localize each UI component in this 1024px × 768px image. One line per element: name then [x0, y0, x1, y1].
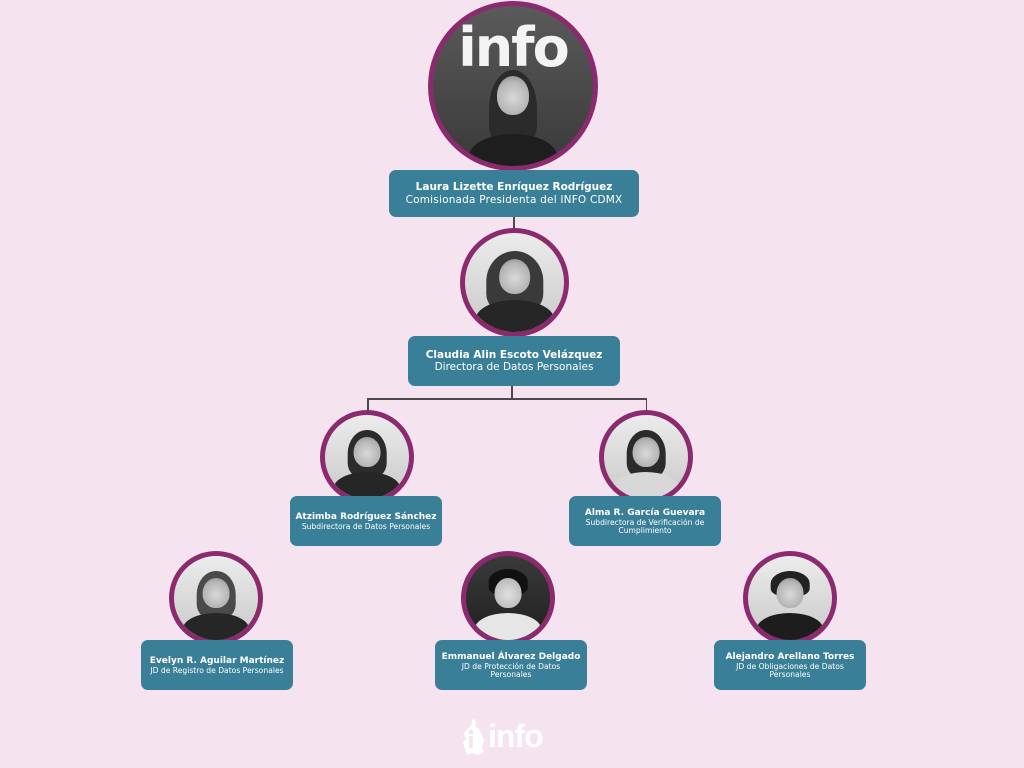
avatar-jd-obligaciones — [743, 551, 837, 645]
node-role: Subdirectora de Datos Personales — [301, 521, 431, 531]
node-name: Laura Lizette Enríquez Rodríguez — [415, 180, 613, 193]
node-name: Alma R. García Guevara — [584, 507, 706, 518]
info-logo-text: info — [488, 718, 544, 754]
node-role: Directora de Datos Personales — [434, 360, 594, 373]
avatar-jd-registro — [169, 551, 263, 645]
node-jd-proteccion: Emmanuel Álvarez Delgado JD de Protecció… — [435, 640, 587, 690]
node-jd-obligaciones: Alejandro Arellano Torres JD de Obligaci… — [714, 640, 866, 690]
connector-l2-horizontal — [367, 398, 647, 400]
connector-l1-l2 — [513, 217, 515, 230]
connector-l3-right-drop — [645, 398, 647, 412]
info-logo: info — [462, 712, 566, 760]
avatar-subdirectora-datos — [320, 410, 414, 504]
node-subdirectora-verificacion: Alma R. García Guevara Subdirectora de V… — [569, 496, 721, 546]
node-jd-registro: Evelyn R. Aguilar Martínez JD de Registr… — [141, 640, 293, 690]
avatar-directora — [460, 228, 569, 337]
avatar-presidenta: info — [428, 1, 598, 171]
node-subdirectora-datos: Atzimba Rodríguez Sánchez Subdirectora d… — [290, 496, 442, 546]
node-name: Evelyn R. Aguilar Martínez — [149, 655, 285, 666]
node-name: Atzimba Rodríguez Sánchez — [295, 511, 437, 522]
node-role: JD de Protección de Datos Personales — [461, 661, 561, 679]
node-presidenta: Laura Lizette Enríquez Rodríguez Comisio… — [389, 170, 639, 217]
node-name: Alejandro Arellano Torres — [725, 651, 855, 662]
connector-l3-left-drop — [367, 398, 369, 412]
cdmx-map-icon — [462, 717, 486, 755]
avatar-jd-proteccion — [461, 551, 555, 645]
node-name: Claudia Alin Escoto Velázquez — [425, 348, 603, 361]
node-role: JD de Registro de Datos Personales — [150, 665, 284, 675]
avatar-subdirectora-verificacion — [599, 410, 693, 504]
node-role: JD de Obligaciones de Datos Personales — [736, 661, 844, 679]
node-directora: Claudia Alin Escoto Velázquez Directora … — [408, 336, 620, 386]
node-role: Comisionada Presidenta del INFO CDMX — [405, 193, 623, 206]
info-backdrop-logo: info — [458, 15, 570, 79]
node-role: Subdirectora de Verificación de Cumplimi… — [585, 517, 705, 535]
connector-l2-down — [511, 386, 513, 399]
node-name: Emmanuel Álvarez Delgado — [441, 651, 581, 662]
